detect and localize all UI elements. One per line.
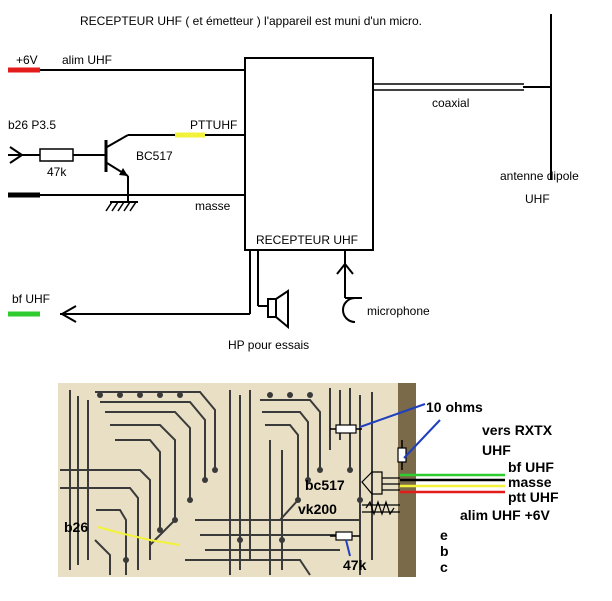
speaker-icon	[267, 289, 289, 330]
wire-label-bf: bf UHF	[508, 459, 554, 475]
board-resistor-47k	[330, 531, 360, 541]
receiver-module	[244, 57, 374, 251]
resistor-value: 47k	[47, 165, 67, 179]
ground-symbol	[105, 201, 138, 212]
resistor-10-ohms	[330, 424, 362, 434]
ground-label: masse	[195, 199, 231, 213]
resistor-47k	[39, 148, 74, 162]
pin-label-e: e	[440, 527, 448, 543]
bf-output-arrow	[59, 305, 77, 323]
transistor-label: BC517	[136, 149, 173, 163]
board-47k-label: 47k	[343, 557, 367, 573]
board-transistor-bc517	[361, 471, 400, 495]
rxtx-callout	[403, 419, 441, 459]
input-label: b26 P3.5	[8, 118, 56, 132]
transistor-bc517	[104, 134, 175, 202]
input-arrow	[8, 146, 40, 164]
diagram-title: RECEPTEUR UHF ( et émetteur ) l'appareil…	[80, 14, 422, 28]
ten-ohm-label: 10 ohms	[426, 399, 483, 415]
board-vk200-label: vk200	[298, 501, 337, 517]
coax-cable	[373, 83, 524, 91]
pin-label-c: c	[440, 559, 448, 575]
wire-label-ptt: ptt UHF	[508, 489, 559, 505]
wire-label-alim: alim UHF +6V	[460, 507, 551, 523]
antenna-label-1: antenne dipole	[500, 169, 579, 183]
antenna-dipole	[523, 14, 552, 180]
output-label: bf UHF	[12, 292, 50, 306]
coax-label: coaxial	[432, 96, 469, 110]
speaker-label: HP pour essais	[228, 338, 309, 352]
antenna-label-2: UHF	[525, 192, 550, 206]
board-b26-wire	[97, 526, 181, 546]
ten-ohm-callout	[359, 403, 426, 428]
r47-callout	[345, 539, 351, 557]
wire-label-masse: masse	[508, 474, 552, 490]
board-bc517-label: bc517	[305, 477, 345, 493]
module-label: RECEPTEUR UHF	[256, 233, 358, 247]
pin-label-b: b	[440, 543, 449, 559]
supply-line-label: alim UHF	[62, 53, 112, 67]
supply-label: +6V	[16, 53, 38, 67]
rxtx-label-1: vers RXTX	[482, 422, 553, 438]
microphone-icon	[336, 250, 362, 323]
ptt-label: PTTUHF	[190, 118, 237, 132]
board-b26-label: b26	[64, 519, 88, 535]
rxtx-label-2: UHF	[482, 442, 511, 458]
microphone-label: microphone	[367, 304, 430, 318]
board-photo	[58, 383, 416, 577]
board-vk200-choke	[362, 500, 400, 516]
